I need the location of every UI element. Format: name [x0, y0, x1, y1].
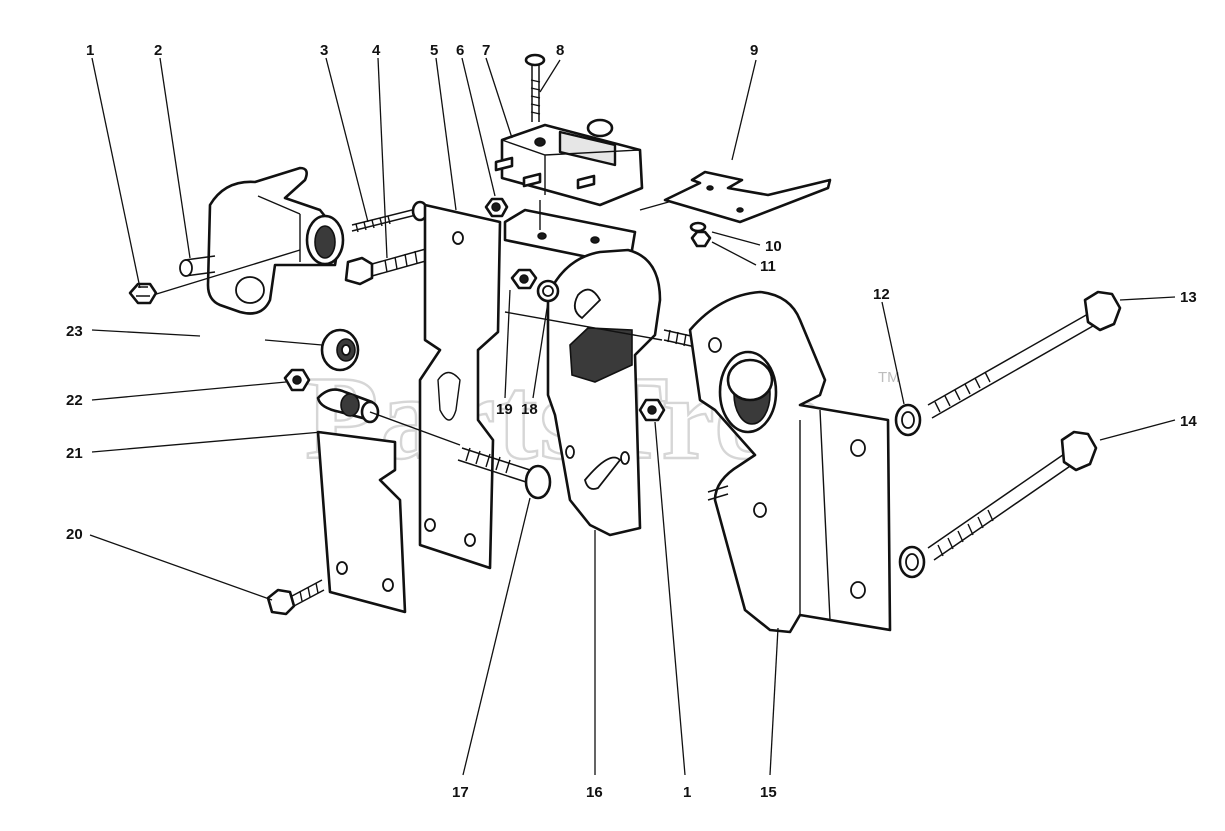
part-9-cover-plate: [663, 170, 832, 224]
callout-5: 5: [430, 42, 438, 59]
part-16-side-plate: [504, 248, 663, 537]
callout-1-bottom: 1: [683, 784, 691, 801]
part-1-nut-center: [638, 398, 666, 422]
callout-7: 7: [482, 42, 490, 59]
part-17-bolt: [457, 447, 552, 500]
watermark-trademark: TM: [878, 369, 900, 386]
part-21-guide-plate: [316, 388, 461, 614]
part-14-long-bolt: [898, 430, 1098, 579]
part-5-mounting-plate: [418, 203, 502, 570]
callout-18: 18: [521, 401, 538, 418]
callout-17: 17: [452, 784, 469, 801]
part-11-nut: [690, 230, 712, 248]
callout-4: 4: [372, 42, 381, 59]
part-4-bolt: [344, 244, 441, 286]
part-2-pivot-bracket: [149, 166, 345, 315]
leader-lines: [89, 57, 1176, 776]
part-10-washer: [689, 221, 707, 233]
part-23-roller: [320, 328, 360, 372]
part-8-screw: [524, 53, 546, 122]
part-19-nut: [510, 268, 538, 290]
callout-numbers: 1 2 3 4 5 6 7 8 9 10 11 12 13 14 15 16 1…: [66, 42, 1197, 801]
callout-23: 23: [66, 323, 83, 340]
callout-14: 14: [1180, 413, 1197, 430]
part-12-washer: [894, 403, 922, 437]
callout-20: 20: [66, 526, 83, 543]
part-1-nut-left: [128, 282, 158, 305]
callout-6: 6: [456, 42, 464, 59]
callout-11: 11: [760, 258, 776, 275]
callout-2: 2: [154, 42, 162, 59]
callout-21: 21: [66, 445, 83, 462]
part-6-nut: [484, 197, 509, 218]
part-22-nut: [283, 368, 311, 392]
callout-15: 15: [760, 784, 777, 801]
callout-16: 16: [586, 784, 603, 801]
part-20-bolt: [266, 579, 325, 616]
part-13-long-bolt: [927, 290, 1122, 419]
callout-13: 13: [1180, 289, 1197, 306]
callout-10: 10: [765, 238, 782, 255]
part-3-screw: [351, 200, 429, 233]
callout-8: 8: [556, 42, 564, 59]
part-18-washer: [536, 279, 560, 303]
part-7-switch-block: [494, 118, 644, 207]
callout-22: 22: [66, 392, 83, 409]
callout-1-top: 1: [86, 42, 94, 59]
callout-9: 9: [750, 42, 758, 59]
callout-12: 12: [873, 286, 890, 303]
callout-3: 3: [320, 42, 328, 59]
callout-19: 19: [496, 401, 513, 418]
part-15-bearing-bracket: [688, 290, 892, 634]
